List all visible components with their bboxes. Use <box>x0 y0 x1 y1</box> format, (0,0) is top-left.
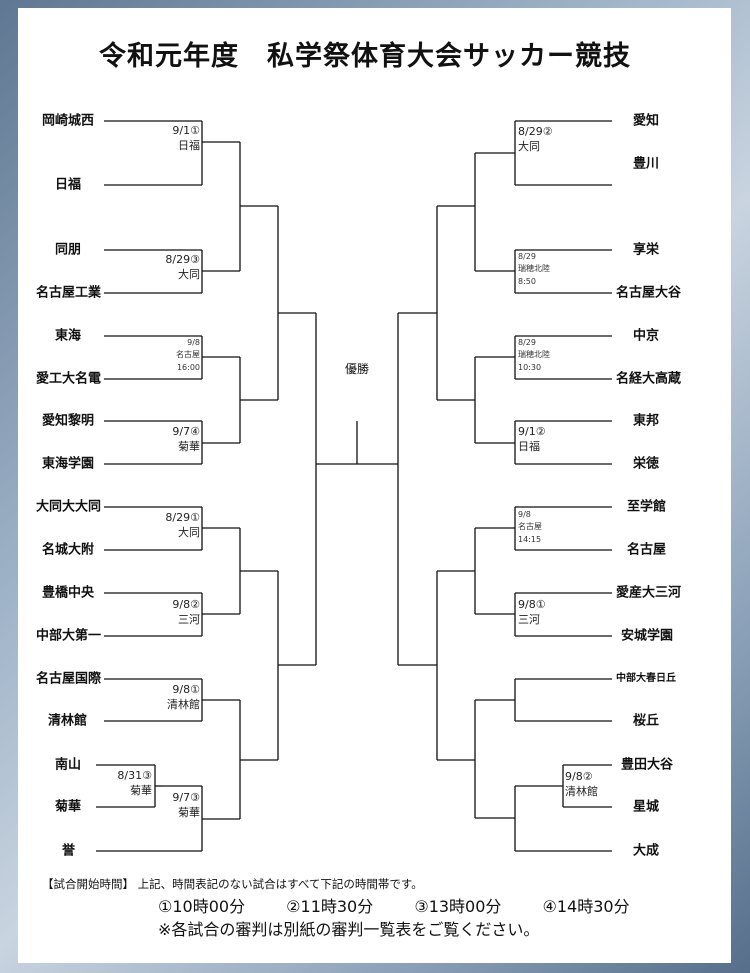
start-time: ④14時30分 <box>542 897 630 916</box>
match-venue: 大同 <box>178 525 200 539</box>
match-venue: 三河 <box>178 612 200 626</box>
match-time: 14:15 <box>518 534 542 544</box>
match-venue: 清林館 <box>167 697 200 711</box>
left-team: 豊橋中央 <box>42 585 95 601</box>
match-note: 9/7③ 菊華 <box>150 791 200 821</box>
match-note: 8/29③ 大同 <box>140 253 200 283</box>
right-team: 星城 <box>633 799 660 815</box>
match-venue: 日福 <box>518 439 540 453</box>
start-time: ①10時00分 <box>158 897 246 916</box>
right-team: 中部大春日丘 <box>616 673 676 684</box>
right-team: 愛知 <box>633 113 660 129</box>
right-team: 桜丘 <box>633 713 660 729</box>
match-venue: 三河 <box>518 612 540 626</box>
match-date: 9/1① <box>172 124 200 137</box>
match-date: 9/1② <box>518 425 546 438</box>
match-note: 8/29② 大同 <box>518 125 553 155</box>
right-team: 東邦 <box>633 413 660 429</box>
match-note: 9/7④ 菊華 <box>150 425 200 455</box>
right-team: 至学館 <box>627 499 667 515</box>
left-team: 同朋 <box>55 242 82 258</box>
match-venue: 日福 <box>178 138 200 152</box>
match-note: 9/8① 三河 <box>518 598 546 628</box>
right-team: 名古屋大谷 <box>616 285 682 301</box>
left-team: 愛知黎明 <box>42 413 95 429</box>
bracket-sheet <box>18 8 731 963</box>
footer-heading: 【試合開始時間】 上記、時間表記のない試合はすべて下記の時間帯です。 <box>42 877 423 891</box>
match-note: 9/8② 三河 <box>150 598 200 628</box>
left-team: 清林館 <box>48 713 88 729</box>
left-team: 東海 <box>55 328 82 344</box>
left-team: 大同大大同 <box>36 499 102 515</box>
right-team: 大成 <box>633 843 660 859</box>
match-venue: 名古屋 <box>176 350 200 360</box>
right-team: 名古屋 <box>627 542 667 558</box>
match-venue: 菊華 <box>130 783 152 797</box>
match-note: 8/29① 大同 <box>140 511 200 541</box>
match-note: 9/8 名古屋 14:15 <box>518 509 542 546</box>
right-team: 享栄 <box>633 242 660 258</box>
match-date: 8/29③ <box>165 253 200 266</box>
left-team: 岡崎城西 <box>42 113 95 129</box>
right-team: 中京 <box>633 328 660 344</box>
match-venue: 瑞穂北陸 <box>518 264 550 274</box>
match-date: 9/8① <box>518 598 546 611</box>
right-team: 愛産大三河 <box>616 585 682 601</box>
footer-note: ※各試合の審判は別紙の審判一覧表をご覧ください。 <box>158 920 540 939</box>
match-note: 9/1① 日福 <box>150 124 200 154</box>
match-venue: 菊華 <box>178 805 200 819</box>
match-date: 9/8② <box>172 598 200 611</box>
match-venue: 瑞穂北陸 <box>518 350 550 360</box>
right-team: 安城学園 <box>621 628 674 644</box>
match-date: 8/29 <box>518 338 536 347</box>
left-team: 菊華 <box>55 799 82 815</box>
match-note: 9/8② 清林館 <box>565 770 598 800</box>
match-time: 8:50 <box>518 276 536 286</box>
right-team: 名経大高蔵 <box>616 371 682 387</box>
right-team: 栄徳 <box>633 456 660 472</box>
left-team: 愛工大名電 <box>36 371 102 387</box>
match-date: 8/29② <box>518 125 553 138</box>
match-venue: 清林館 <box>565 784 598 798</box>
match-time: 10:30 <box>518 362 542 372</box>
left-team: 東海学園 <box>42 456 95 472</box>
left-team: 名古屋国際 <box>36 671 102 687</box>
left-team: 名城大附 <box>42 542 95 558</box>
left-team: 日福 <box>55 177 82 193</box>
match-venue: 大同 <box>178 267 200 281</box>
match-note: 9/1② 日福 <box>518 425 546 455</box>
match-date: 9/7④ <box>172 425 200 438</box>
left-team: 南山 <box>55 757 82 773</box>
match-date: 9/8① <box>172 683 200 696</box>
match-note: 9/8① 清林館 <box>145 683 200 713</box>
right-team: 豊田大谷 <box>621 757 674 773</box>
start-time: ②11時30分 <box>286 897 374 916</box>
left-team: 中部大第一 <box>36 628 102 644</box>
left-team: 誉 <box>62 843 76 859</box>
start-time: ③13時00分 <box>414 897 502 916</box>
page-title: 令和元年度 私学祭体育大会サッカー競技 <box>99 41 631 72</box>
match-date: 9/7③ <box>172 791 200 804</box>
match-venue: 菊華 <box>178 439 200 453</box>
match-date: 9/8 <box>518 510 531 519</box>
match-note: 8/29 瑞穂北陸 10:30 <box>518 337 550 374</box>
match-note: 9/8 名古屋 16:00 <box>150 337 200 374</box>
match-date: 8/31③ <box>117 769 152 782</box>
match-date: 9/8 <box>187 338 200 347</box>
match-note: 8/31③ 菊華 <box>100 769 152 799</box>
footer-times: ①10時00分 ②11時30分 ③13時00分 ④14時30分 <box>158 893 652 917</box>
left-team: 名古屋工業 <box>36 285 102 301</box>
winner-label: 優勝 <box>345 362 370 376</box>
match-date: 8/29① <box>165 511 200 524</box>
match-date: 9/8② <box>565 770 593 783</box>
right-team: 豊川 <box>633 156 660 172</box>
match-date: 8/29 <box>518 252 536 261</box>
match-venue: 大同 <box>518 139 540 153</box>
match-time: 16:00 <box>176 362 200 372</box>
match-venue: 名古屋 <box>518 522 542 532</box>
match-note: 8/29 瑞穂北陸 8:50 <box>518 251 550 288</box>
